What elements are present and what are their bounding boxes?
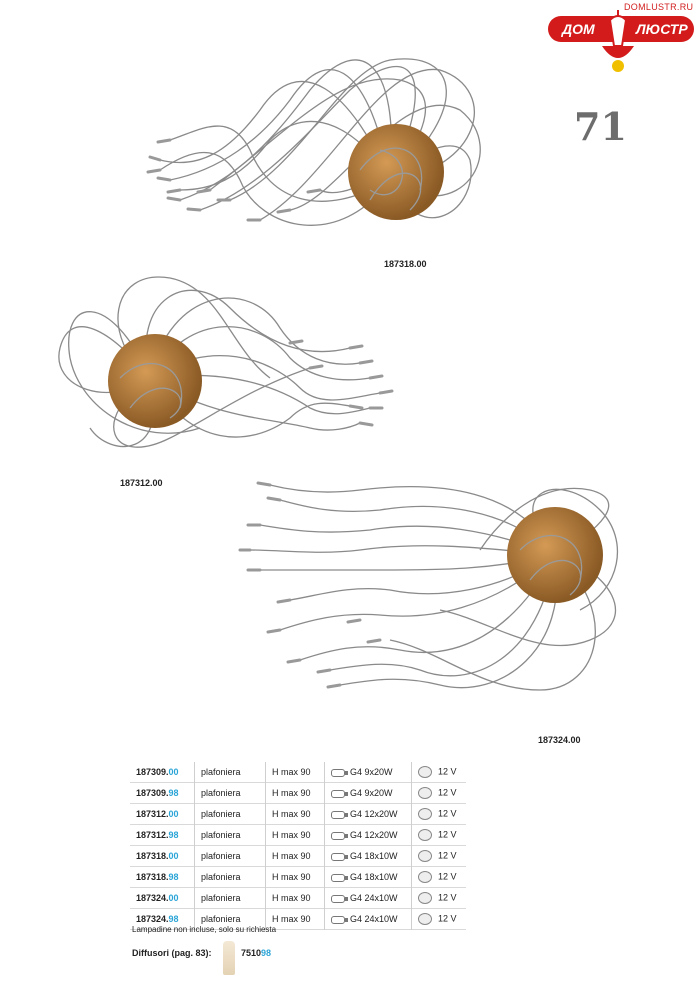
product-type: plafoniera bbox=[194, 866, 266, 888]
transformer-icon bbox=[418, 913, 432, 925]
bulb-icon bbox=[331, 768, 348, 777]
bulb-spec: G4 12x20W bbox=[324, 824, 412, 846]
bulb-spec: G4 18x10W bbox=[324, 866, 412, 888]
bulb-spec: G4 9x20W bbox=[324, 762, 412, 783]
product-code: 187309.98 bbox=[130, 782, 195, 804]
product-height: H max 90 bbox=[265, 845, 325, 867]
voltage-spec: 12 V bbox=[412, 804, 467, 825]
voltage-spec: 12 V bbox=[412, 825, 467, 846]
product-height: H max 90 bbox=[265, 782, 325, 804]
diffusori-label: Diffusori (pag. 83): bbox=[132, 948, 212, 958]
page-number: 71 bbox=[574, 104, 627, 149]
bulb-icon bbox=[331, 831, 348, 840]
product-code-label: 187318.00 bbox=[384, 259, 427, 269]
logo-word-lustr: ЛЮСТР bbox=[636, 21, 688, 37]
transformer-icon bbox=[418, 892, 432, 904]
transformer-icon bbox=[418, 850, 432, 862]
product-code: 187309.00 bbox=[130, 762, 195, 783]
brand-logo: ДОМ ЛЮСТР bbox=[548, 10, 696, 74]
product-code: 187324.98 bbox=[130, 908, 195, 930]
bulb-icon bbox=[331, 894, 348, 903]
product-code: 187312.98 bbox=[130, 824, 195, 846]
product-height: H max 90 bbox=[265, 762, 325, 783]
transformer-icon bbox=[418, 766, 432, 778]
voltage-spec: 12 V bbox=[412, 867, 467, 888]
diffuser-image bbox=[223, 941, 235, 975]
voltage-spec: 12 V bbox=[412, 846, 467, 867]
transformer-icon bbox=[418, 829, 432, 841]
diffusori-code: 751098 bbox=[241, 948, 272, 958]
product-type: plafoniera bbox=[194, 887, 266, 909]
logo-word-dom: ДОМ bbox=[562, 21, 595, 37]
product-height: H max 90 bbox=[265, 824, 325, 846]
chandelier-icon bbox=[602, 10, 634, 72]
product-height: H max 90 bbox=[265, 803, 325, 825]
product-type: plafoniera bbox=[194, 782, 266, 804]
product-type: plafoniera bbox=[194, 803, 266, 825]
product-type: plafoniera bbox=[194, 762, 266, 783]
bulb-note: Lampadine non incluse, solo su richiesta bbox=[132, 925, 277, 934]
product-code-label: 187324.00 bbox=[538, 735, 581, 745]
product-image-187318 bbox=[140, 30, 510, 255]
product-type: plafoniera bbox=[194, 908, 266, 930]
bulb-spec: G4 24x10W bbox=[324, 908, 412, 930]
transformer-icon bbox=[418, 871, 432, 883]
product-code: 187324.00 bbox=[130, 887, 195, 909]
product-height: H max 90 bbox=[265, 866, 325, 888]
product-image-187324 bbox=[238, 470, 640, 715]
product-type: plafoniera bbox=[194, 845, 266, 867]
transformer-icon bbox=[418, 808, 432, 820]
transformer-icon bbox=[418, 787, 432, 799]
product-height: H max 90 bbox=[265, 908, 325, 930]
product-code: 187312.00 bbox=[130, 803, 195, 825]
bulb-icon bbox=[331, 789, 348, 798]
bulb-icon bbox=[331, 810, 348, 819]
voltage-spec: 12 V bbox=[412, 762, 467, 783]
logo-url: DOMLUSTR.RU bbox=[624, 2, 694, 12]
bulb-spec: G4 9x20W bbox=[324, 782, 412, 804]
bulb-spec: G4 12x20W bbox=[324, 803, 412, 825]
bulb-spec: G4 18x10W bbox=[324, 845, 412, 867]
product-code-label: 187312.00 bbox=[120, 478, 163, 488]
bulb-icon bbox=[331, 873, 348, 882]
product-image-187312 bbox=[50, 268, 410, 473]
product-code: 187318.00 bbox=[130, 845, 195, 867]
voltage-spec: 12 V bbox=[412, 783, 467, 804]
bulb-icon bbox=[331, 915, 348, 924]
voltage-spec: 12 V bbox=[412, 888, 467, 909]
voltage-spec: 12 V bbox=[412, 909, 467, 930]
bulb-icon bbox=[331, 852, 348, 861]
product-code: 187318.98 bbox=[130, 866, 195, 888]
product-height: H max 90 bbox=[265, 887, 325, 909]
product-type: plafoniera bbox=[194, 824, 266, 846]
bulb-spec: G4 24x10W bbox=[324, 887, 412, 909]
